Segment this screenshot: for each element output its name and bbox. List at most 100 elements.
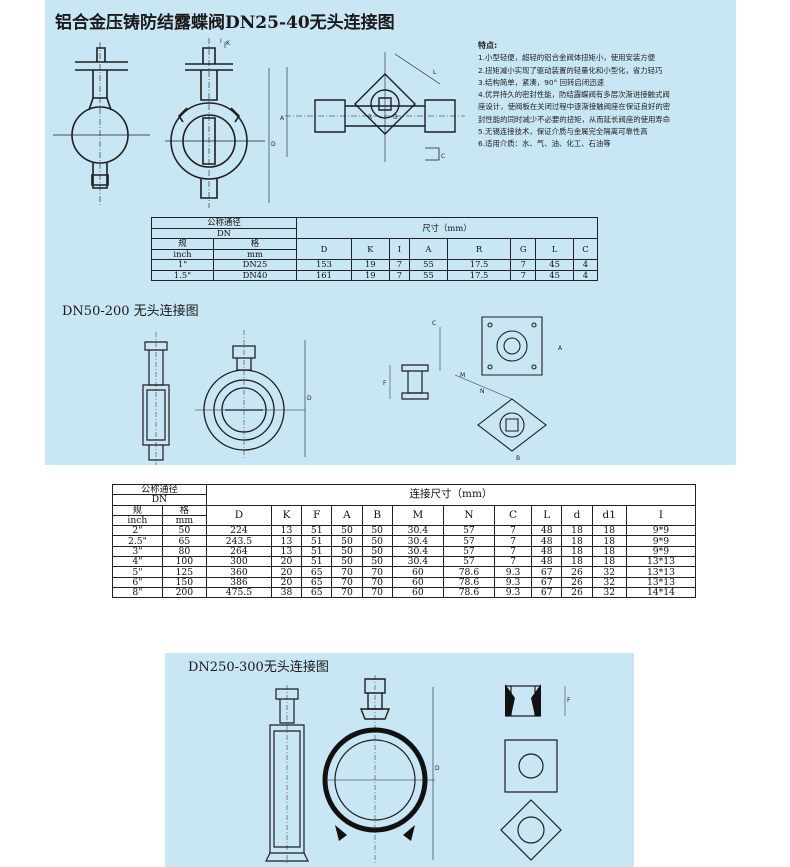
label-k: K (226, 40, 231, 47)
features-list: 特点: 1.小型轻便，超轻的铝合金阀体扭矩小，使用安装方便 2.扭矩减小实现了驱… (478, 40, 740, 151)
t2-cell: 20 (270, 556, 303, 568)
t2-cell: 30.4 (391, 535, 444, 547)
t2-cell: 30.4 (391, 545, 444, 558)
t2-col: d1 (591, 504, 627, 527)
t1-col: L (535, 238, 574, 260)
t2-cell: 65 (301, 566, 333, 578)
t1-spec-header2: 格 (212, 238, 298, 250)
t2-cell: 26 (561, 576, 593, 588)
t2-cell: 8" (112, 586, 163, 599)
t1-cell: 4 (572, 269, 599, 281)
t2-cell: 67 (531, 566, 563, 578)
t2-cell: 48 (531, 525, 563, 537)
t2-cell: 32 (591, 576, 627, 588)
t2-cell: 50 (331, 556, 363, 568)
t2-cell: 100 (161, 556, 207, 568)
t2-cell: 18 (561, 556, 593, 568)
t2-cell: 50 (331, 535, 363, 547)
feature-item: 4.优异持久的密封性能，防结露蝶阀有多层次渐进接触式阀 (478, 90, 670, 100)
t1-cell: 19 (350, 259, 390, 271)
t2-cell: 60 (391, 586, 444, 599)
label-d3: D (435, 765, 440, 772)
t2-cell: 7 (493, 556, 533, 568)
t2-cell: 70 (331, 576, 363, 588)
label-d2: D (307, 395, 312, 402)
t2-col: N (442, 504, 495, 527)
valve-side-view-dn25 (45, 40, 175, 210)
t1-cell: 153 (296, 259, 352, 271)
feature-item: 3.结构简单，紧凑，90° 回转启闭迅速 (478, 77, 604, 87)
t2-cell: 51 (301, 525, 333, 537)
t2-cell: 475.5 (205, 586, 272, 599)
t1-cell: 19 (350, 269, 390, 281)
stem-detail-dn50: F (383, 355, 453, 415)
t1-cell: 17.5 (446, 259, 512, 271)
t1-cell: 1" (151, 259, 214, 271)
t2-cell: 18 (561, 525, 593, 537)
t1-col: A (409, 238, 448, 260)
table-row: 1" DN25 153 19 7 55 17.5 7 45 4 (151, 259, 599, 271)
t2-cell: 70 (361, 586, 393, 599)
t2-cell: 48 (531, 535, 563, 547)
t2-cell: 70 (331, 586, 363, 599)
t2-cell: 2.5" (112, 535, 163, 547)
label-d: D (271, 141, 276, 148)
t2-cell: 78.6 (442, 576, 495, 588)
t2-cell: 20 (270, 566, 303, 578)
t2-cell: 48 (531, 556, 563, 568)
label-g: G (393, 114, 398, 121)
t2-nominal-header: 公称通径 (112, 483, 207, 496)
t2-cell: 60 (391, 576, 444, 588)
t2-col: C (493, 504, 533, 527)
label-f3: F (567, 697, 571, 704)
dn250-title: DN250-300无头连接图 (188, 660, 329, 675)
t2-cell: 50 (331, 545, 363, 558)
t2-cell: 300 (205, 556, 272, 568)
t2-cell: 13 (270, 545, 303, 558)
label-n: N (480, 388, 485, 395)
t1-cell: 161 (296, 269, 352, 281)
t2-cell: 125 (161, 566, 207, 578)
t2-cell: 7 (493, 525, 533, 537)
t2-cell: 3" (112, 545, 163, 558)
t2-cell: 50 (361, 556, 393, 568)
t2-cell: 9*9 (625, 545, 697, 558)
label-f: F (383, 380, 387, 387)
t2-cell: 57 (442, 545, 495, 558)
features-heading: 特点: (478, 41, 498, 50)
t2-cell: 18 (561, 545, 593, 558)
panel-dn250-300 (165, 653, 634, 867)
t2-cell: 60 (391, 566, 444, 578)
t2-dims-header: 连接尺寸（mm） (205, 484, 697, 506)
t2-cell: 13 (270, 525, 303, 537)
t1-cell: 55 (409, 269, 448, 281)
t2-cell: 57 (442, 535, 495, 547)
t2-cell: 2" (112, 525, 163, 537)
t2-cell: 51 (301, 556, 333, 568)
t1-cell: 45 (535, 269, 574, 281)
t2-cell: 18 (591, 535, 627, 547)
t1-dims-header: 尺寸（mm） (296, 217, 598, 239)
t2-col: I (625, 504, 697, 527)
main-title: 铝合金压铸防结露蝶阀DN25-40无头连接图 (55, 13, 395, 33)
t2-cell: 50 (361, 535, 393, 547)
t1-col: D (296, 238, 352, 260)
label-b: B (516, 455, 520, 462)
t2-cell: 9.3 (493, 576, 533, 588)
t2-cell: 200 (161, 586, 207, 599)
label-r: R (368, 114, 372, 121)
t2-cell: 26 (561, 566, 593, 578)
label-i: I (220, 38, 222, 45)
t2-cell: 18 (591, 556, 627, 568)
t2-spec-header2: 格 (161, 504, 207, 516)
t2-cell: 65 (161, 535, 207, 547)
t2-cell: 7 (493, 545, 533, 558)
t1-cell: 7 (388, 259, 411, 271)
t1-cell: DN40 (212, 269, 298, 281)
t2-spec-header: 规 (112, 504, 163, 516)
